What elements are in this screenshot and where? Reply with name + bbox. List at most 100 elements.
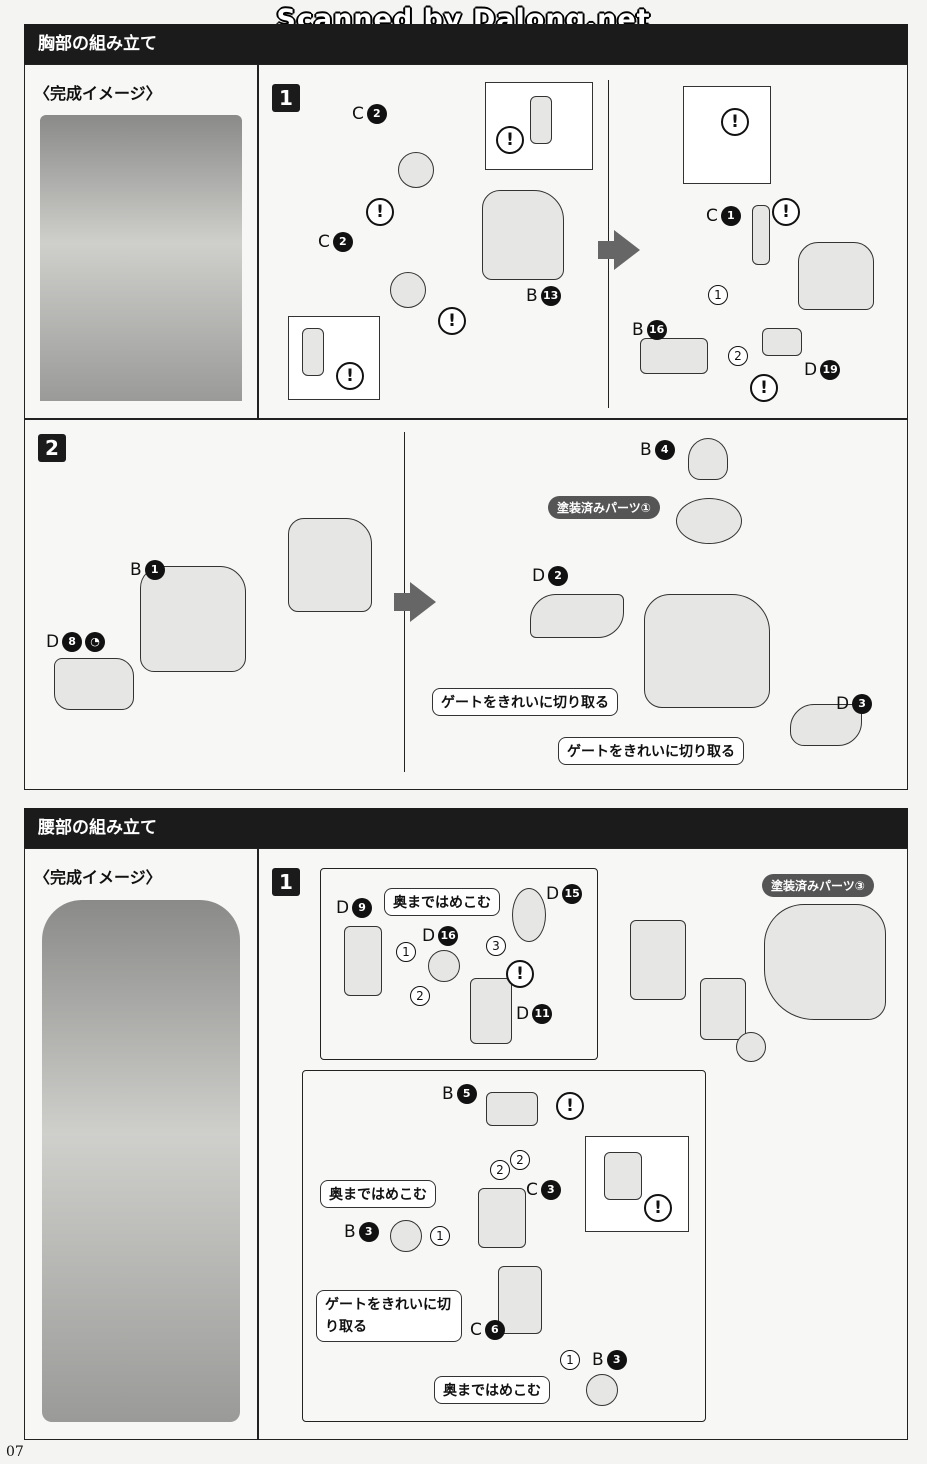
finished-image-label: 〈完成イメージ〉 — [34, 84, 162, 103]
sequence-marker: 2 — [490, 1160, 510, 1180]
finished-image-label: 〈完成イメージ〉 — [34, 868, 162, 887]
step-number-badge: 1 — [272, 868, 300, 896]
step-number-badge: 1 — [272, 84, 300, 112]
subassembly-box — [320, 868, 598, 1060]
part-d11-block — [470, 978, 512, 1044]
divider — [24, 418, 908, 420]
part-d8-collar — [54, 658, 134, 710]
arrow-stem — [394, 593, 410, 611]
warning-icon: ! — [506, 960, 534, 988]
part-hip-ball-joint — [700, 978, 746, 1040]
part-d16-cap — [428, 950, 460, 982]
part-detail-peg — [302, 328, 324, 376]
rotate-icon: ◔ — [85, 632, 106, 652]
next-step-arrow — [598, 230, 640, 270]
part-d19-clip — [762, 328, 802, 356]
finished-chest-photo — [40, 115, 242, 401]
part-b3-cap — [390, 1220, 422, 1252]
step-number-badge: 2 — [38, 434, 66, 462]
part-c6-elbow — [498, 1266, 542, 1334]
warning-icon: ! — [366, 198, 394, 226]
sequence-marker: 1 — [560, 1350, 580, 1370]
painted-waist-part — [764, 904, 886, 1020]
part-d3-collar — [790, 704, 862, 746]
part-b16-base — [640, 338, 708, 374]
part-c3-elbow — [478, 1188, 526, 1248]
warning-icon: ! — [772, 198, 800, 226]
press-fit-note: 奥まではめこむ — [384, 888, 500, 916]
warning-icon: ! — [556, 1092, 584, 1120]
part-c2-socket — [390, 272, 426, 308]
press-fit-note: 奥まではめこむ — [434, 1376, 550, 1404]
part-b1-chest-shell — [140, 566, 246, 672]
part-d9-joint — [344, 926, 382, 996]
arrow-stem — [598, 241, 614, 259]
warning-icon: ! — [750, 374, 778, 402]
warning-icon: ! — [644, 1194, 672, 1222]
sequence-marker: 1 — [396, 942, 416, 962]
divider — [257, 848, 259, 1440]
part-b4-ball — [688, 438, 728, 480]
part-waist-joint-assembly — [630, 920, 686, 1000]
painted-parts-tag: 塗装済みパーツ③ — [762, 874, 874, 897]
part-b13-chest-frame — [482, 190, 564, 280]
waist-section-title: 腰部の組み立て — [24, 808, 908, 848]
part-d2-side — [530, 594, 624, 638]
sequence-marker: 2 — [410, 986, 430, 1006]
warning-icon: ! — [496, 126, 524, 154]
part-c2-socket — [398, 152, 434, 188]
warning-icon: ! — [721, 108, 749, 136]
part-d15-ball — [512, 888, 546, 942]
part-hip-ball — [736, 1032, 766, 1062]
part-chest-frame — [798, 242, 874, 310]
finished-waist-photo — [42, 900, 240, 1422]
detail-callout-box — [683, 86, 771, 184]
sequence-marker: 1 — [430, 1226, 450, 1246]
divider — [257, 64, 259, 418]
arrow-head — [410, 582, 436, 622]
arrow-head — [614, 230, 640, 270]
sequence-marker: 3 — [486, 936, 506, 956]
warning-icon: ! — [438, 307, 466, 335]
gate-cut-note: ゲートをきれいに切り取る — [558, 737, 744, 765]
gate-cut-note: ゲートをきれいに切り取る — [316, 1290, 462, 1342]
painted-parts-tag: 塗装済みパーツ① — [548, 496, 660, 519]
part-c1-arm — [752, 205, 770, 265]
next-step-arrow — [394, 582, 436, 622]
painted-ribbon-part — [676, 498, 742, 544]
warning-icon: ! — [336, 362, 364, 390]
sequence-marker: 1 — [708, 285, 728, 305]
page-number: 07 — [6, 1444, 24, 1460]
gate-cut-note: ゲートをきれいに切り取る — [432, 688, 618, 716]
sequence-marker: 2 — [510, 1150, 530, 1170]
part-b5-block — [486, 1092, 538, 1126]
press-fit-note: 奥まではめこむ — [320, 1180, 436, 1208]
chest-section-title: 胸部の組み立て — [24, 24, 908, 64]
part-detail-peg — [530, 96, 552, 144]
part-chest-assembly — [644, 594, 770, 708]
part-b3-cap — [586, 1374, 618, 1406]
sequence-marker: 2 — [728, 346, 748, 366]
subassembly-box — [302, 1070, 706, 1422]
part-chest-frame — [288, 518, 372, 612]
